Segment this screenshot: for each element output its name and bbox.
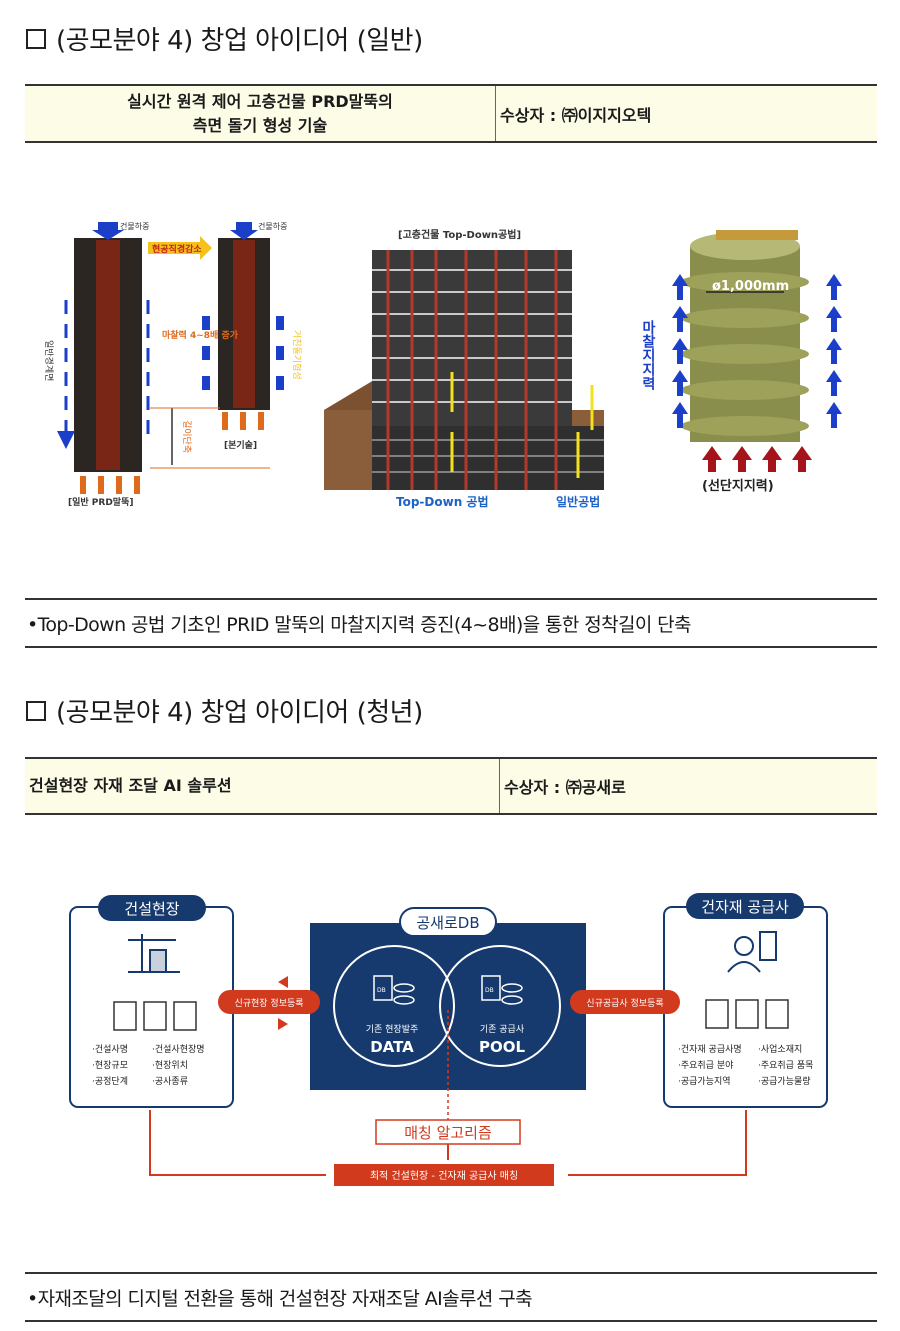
db-icon-label: DB	[377, 987, 386, 994]
result-label: 최적 건설현장 - 건자재 공급사 매칭	[370, 1170, 518, 1182]
document-icons	[705, 999, 789, 1029]
section2-table: 건설현장 자재 조달 AI 솔루션 수상자 : ㈜공새로	[25, 757, 877, 815]
site-item: ·공사종류	[152, 1076, 188, 1087]
db-icon-label: DB	[485, 987, 494, 994]
reduce-label: 현공직경감소	[152, 243, 202, 255]
supplier-item: ·공급가능물량	[758, 1075, 811, 1087]
database-icon	[373, 975, 415, 1005]
section2-heading-text: (공모분야 4) 창업 아이디어 (청년)	[56, 698, 423, 728]
left-register-label: 신규현장 정보등록	[234, 998, 303, 1009]
reduce-arrow-icon	[148, 236, 212, 260]
cylinder-pile-illustration: ø1,000mm 마찰지지력 (선단지지력)	[640, 230, 842, 494]
checkbox-icon	[26, 28, 46, 49]
general-pile-caption: [일반 PRD말뚝]	[68, 496, 133, 508]
topdown-caption: Top-Down 공법	[396, 494, 489, 509]
section1-title-line1: 실시간 원격 제어 고층건물 PRD말뚝의	[127, 91, 393, 111]
section2-bullet: •자재조달의 디지털 전환을 통해 건설현장 자재조달 AI솔루션 구축	[25, 1272, 877, 1322]
document-icons	[113, 1001, 197, 1031]
boundary-label: 일반경계면	[43, 340, 55, 381]
tech-caption: [본기술]	[224, 439, 257, 451]
load-label: 건물하중	[120, 221, 149, 231]
load-arrow-icon	[230, 222, 258, 240]
left-circle-sub: 기존 현장발주	[366, 1024, 419, 1035]
algorithm-label: 매칭 알고리즘	[404, 1124, 492, 1142]
site-item: ·현장규모	[92, 1060, 128, 1071]
topdown-building-illustration: [고층건물 Top-Down공법] Top-Down 공법 일반공법	[324, 228, 604, 509]
section2-heading: (공모분야 4) 창업 아이디어 (청년)	[26, 692, 423, 729]
supplier-item: ·공급가능지역	[678, 1076, 731, 1087]
section1-table: 실시간 원격 제어 고층건물 PRD말뚝의 측면 돌기 형성 기술 수상자 : …	[25, 84, 877, 143]
right-circle-sub: 기존 공급사	[480, 1024, 525, 1035]
supplier-item: ·건자재 공급사명	[678, 1044, 742, 1055]
db-label: 공새로DB	[416, 914, 479, 932]
site-item: ·건설사명	[92, 1044, 128, 1055]
section1-heading: (공모분야 4) 창업 아이디어 (일반)	[26, 20, 423, 57]
building-title: [고층건물 Top-Down공법]	[398, 228, 521, 241]
section1-figure: 건물하중 건물하중 현공직경감소 일반경계면 마찰력 4~8배 증가 길이단축 …	[43, 221, 842, 509]
general-method-caption: 일반공법	[556, 494, 600, 509]
right-circle-main: POOL	[479, 1038, 525, 1056]
shorten-label: 길이단축	[181, 420, 192, 453]
section2-title: 건설현장 자재 조달 AI 솔루션	[25, 759, 500, 813]
supplier-label: 건자재 공급사	[701, 898, 789, 916]
friction-support-label: 마찰지지력	[640, 320, 656, 391]
load-label: 건물하중	[258, 221, 287, 231]
right-register-label: 신규공급사 정보등록	[586, 998, 663, 1009]
db-block	[310, 923, 586, 1090]
section1-awardee: 수상자 : ㈜이지지오텍	[500, 105, 652, 125]
site-label: 건설현장	[124, 900, 179, 918]
site-item: ·현장위치	[152, 1059, 188, 1071]
section1-bullet: •Top-Down 공법 기초인 PRID 말뚝의 마찰지지력 증진(4~8배)…	[25, 598, 877, 648]
diameter-label: ø1,000mm	[712, 279, 789, 294]
matching-diagram: 건설현장 ·건설사명 ·건설사현장명 ·현장규모 ·현장위치 ·공정단계 ·공사…	[69, 893, 828, 1186]
section1-heading-text: (공모분야 4) 창업 아이디어 (일반)	[56, 26, 423, 56]
section2-awardee: 수상자 : ㈜공새로	[504, 778, 626, 797]
checkbox-icon	[26, 700, 46, 721]
supplier-item: ·주요취급 분야	[678, 1060, 733, 1071]
pile-comparison-illustration: 건물하중 건물하중 현공직경감소 일반경계면 마찰력 4~8배 증가 길이단축 …	[43, 221, 302, 508]
supplier-item: ·사업소재지	[758, 1044, 802, 1055]
section1-title-cell: 실시간 원격 제어 고층건물 PRD말뚝의 측면 돌기 형성 기술	[25, 86, 496, 141]
crane-icon	[128, 934, 180, 973]
worker-icon	[727, 931, 777, 973]
tip-support-label: (선단지지력)	[702, 478, 774, 494]
load-arrow-icon	[92, 222, 124, 240]
database-icon	[481, 975, 523, 1005]
site-item: ·공정단계	[92, 1075, 128, 1087]
supplier-item: ·주요취급 품목	[758, 1060, 813, 1071]
friction-increase-label: 마찰력 4~8배 증가	[162, 329, 239, 341]
site-item: ·건설사현장명	[152, 1044, 205, 1055]
section1-title-line2: 측면 돌기 형성 기술	[192, 115, 328, 135]
left-circle-main: DATA	[370, 1038, 414, 1056]
protrusion-label: 거친돌기형성	[291, 330, 302, 380]
